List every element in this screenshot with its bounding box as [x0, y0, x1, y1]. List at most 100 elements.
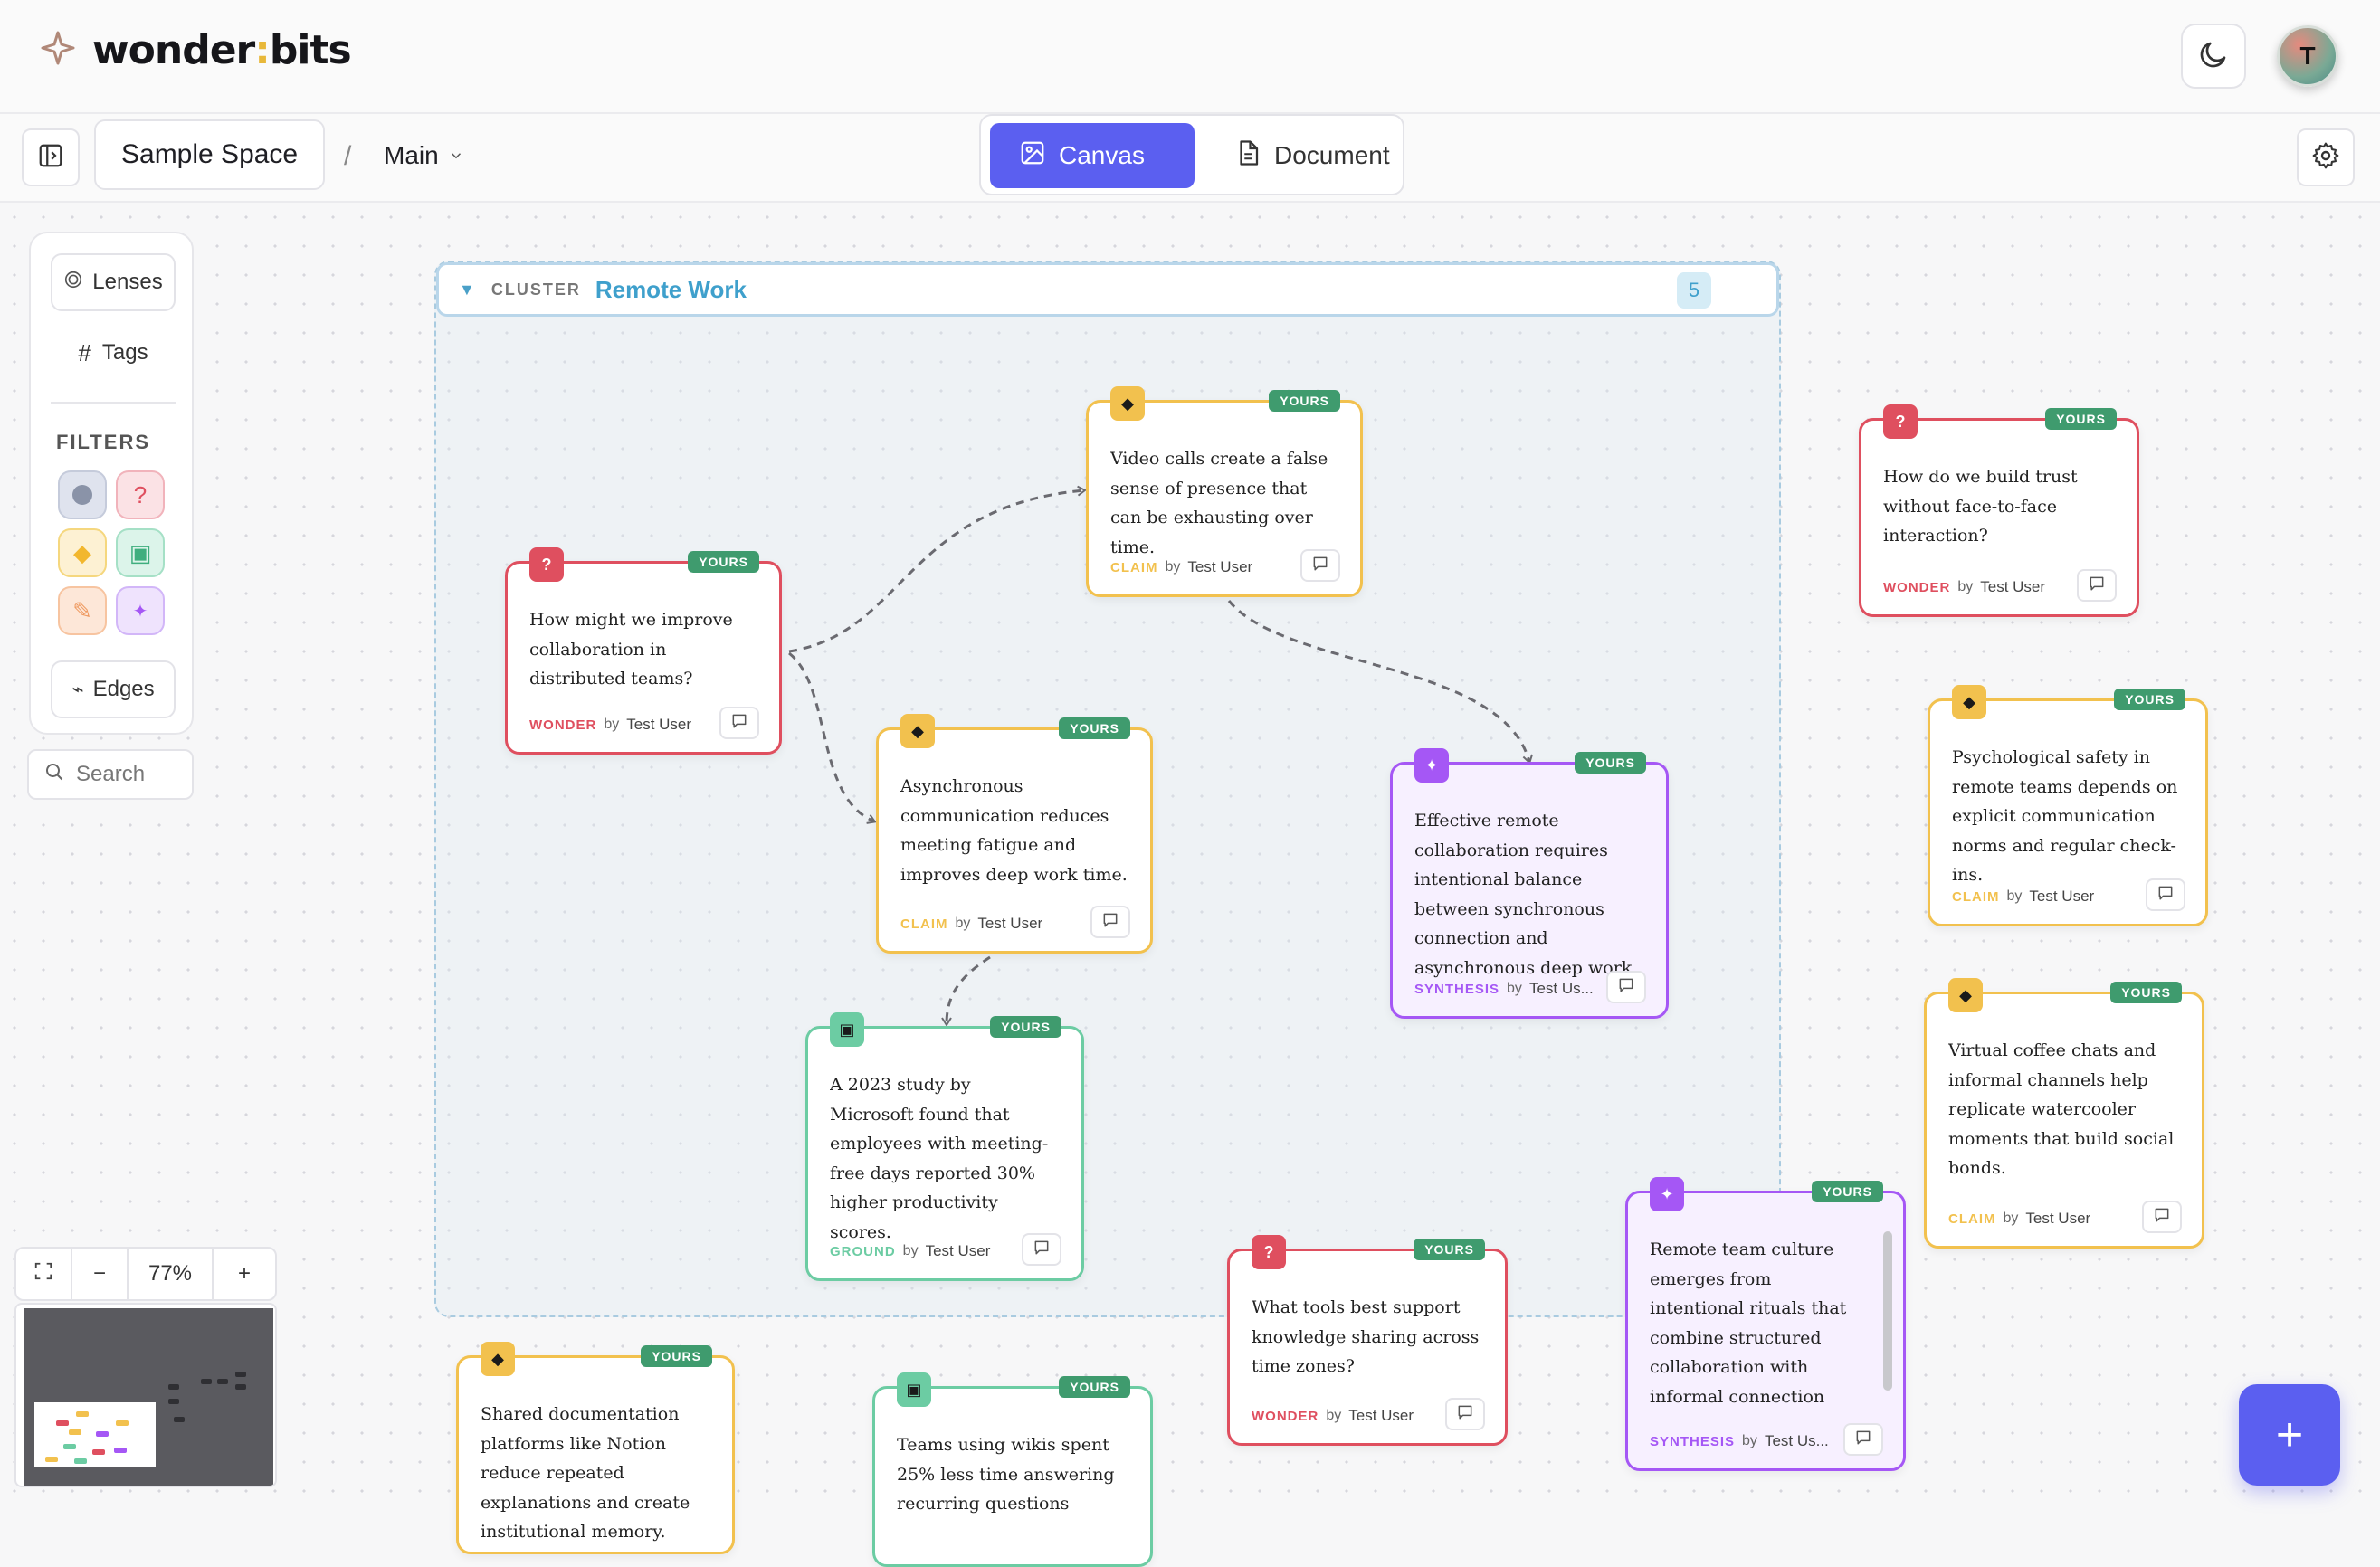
collapse-triangle-icon[interactable]: ▼	[459, 280, 475, 299]
by-label: by	[1326, 1408, 1342, 1423]
tab-document[interactable]: Document	[1205, 123, 1419, 188]
minimap-node	[217, 1379, 228, 1384]
card-synthesis-culture[interactable]: ✦ YOURS Remote team culture emerges from…	[1625, 1177, 1906, 1471]
card-text: Effective remote collaboration requires …	[1414, 811, 1638, 978]
toggle-sidebar-button[interactable]	[22, 128, 80, 186]
card-type: WONDER	[529, 717, 597, 733]
theme-toggle-button[interactable]	[2181, 24, 2246, 89]
fullscreen-icon	[33, 1261, 53, 1287]
filter-claim-button[interactable]: ◆	[58, 528, 107, 577]
moon-icon	[2197, 38, 2230, 75]
card-text: How might we improve collaboration in di…	[529, 610, 733, 689]
diamond-icon: ◆	[73, 538, 91, 566]
filter-all-button[interactable]	[58, 470, 107, 519]
comment-button[interactable]	[2077, 569, 2117, 602]
zoom-level: 77%	[129, 1249, 214, 1299]
comment-button[interactable]	[1022, 1233, 1061, 1266]
card-text: Virtual coffee chats and informal channe…	[1948, 1040, 2175, 1178]
space-name-button[interactable]: Sample Space	[94, 119, 326, 190]
zoom-out-button[interactable]: −	[72, 1249, 129, 1299]
filter-ground-button[interactable]: ▣	[116, 528, 165, 577]
comment-button[interactable]	[1300, 549, 1340, 582]
card-synthesis-balance[interactable]: ✦ YOURS Effective remote collaboration r…	[1390, 748, 1669, 1019]
zoom-in-button[interactable]: +	[214, 1249, 275, 1299]
minimap-node	[69, 1429, 81, 1435]
card-author: Test Us...	[1528, 980, 1594, 997]
minimap-node	[74, 1458, 87, 1464]
card-claim-psych-safety[interactable]: ◆ YOURS Psychological safety in remote t…	[1928, 685, 2208, 926]
filter-synthesis-button[interactable]: ✦	[116, 586, 165, 635]
card-claim-virtual-coffee[interactable]: ◆ YOURS Virtual coffee chats and informa…	[1924, 978, 2204, 1249]
card-ground-wikis[interactable]: ▣ YOURS Teams using wikis spent 25% less…	[872, 1372, 1153, 1567]
comment-button[interactable]	[1606, 971, 1646, 1003]
question-icon: ?	[1883, 404, 1918, 439]
card-type: GROUND	[830, 1243, 896, 1259]
settings-button[interactable]	[2297, 128, 2355, 186]
user-avatar[interactable]: T	[2277, 25, 2338, 87]
breadcrumb-separator: /	[344, 141, 352, 171]
card-type: CLAIM	[1948, 1211, 1996, 1227]
card-author: Test User	[977, 915, 1043, 932]
search-input[interactable]: Search	[27, 749, 194, 800]
card-author: Test User	[1187, 558, 1253, 575]
minimap-node	[116, 1420, 129, 1426]
comment-button[interactable]	[1090, 906, 1130, 938]
minimap-node	[235, 1372, 246, 1377]
by-label: by	[1742, 1433, 1757, 1448]
comment-button[interactable]	[719, 707, 759, 739]
card-wonder-trust[interactable]: ? YOURS How do we build trust without fa…	[1859, 404, 2139, 617]
card-author: Test Us...	[1764, 1432, 1829, 1449]
card-claim-video-calls[interactable]: ◆ YOURS Video calls create a false sense…	[1086, 386, 1363, 597]
edge-icon: ⌁	[71, 678, 84, 700]
minimap-node	[45, 1457, 58, 1462]
search-placeholder: Search	[76, 762, 146, 786]
card-type: CLAIM	[900, 916, 948, 932]
diamond-icon: ◆	[1952, 685, 1986, 719]
minimap-node	[174, 1417, 185, 1422]
cluster-label: CLUSTER	[490, 280, 581, 299]
minimap[interactable]	[14, 1303, 277, 1487]
cluster-header[interactable]: ▼ CLUSTER Remote Work 5	[436, 262, 1779, 317]
card-ground-microsoft-study[interactable]: ▣ YOURS A 2023 study by Microsoft found …	[805, 1012, 1084, 1281]
card-scrollbar[interactable]	[1883, 1231, 1892, 1391]
card-author: Test User	[2029, 888, 2095, 905]
card-claim-documentation[interactable]: ◆ YOURS Shared documentation platforms l…	[456, 1342, 735, 1554]
lenses-button[interactable]: Lenses	[51, 253, 176, 311]
yours-badge: YOURS	[990, 1016, 1061, 1038]
minimap-node	[168, 1399, 179, 1404]
edges-button[interactable]: ⌁ Edges	[51, 660, 176, 718]
yours-badge: YOURS	[1059, 1376, 1130, 1398]
add-node-button[interactable]: +	[2239, 1384, 2340, 1486]
card-claim-async[interactable]: ◆ YOURS Asynchronous communication reduc…	[876, 714, 1153, 954]
tags-button[interactable]: # Tags	[51, 324, 176, 382]
filter-note-button[interactable]: ✎	[58, 586, 107, 635]
diamond-icon: ◆	[1110, 386, 1145, 421]
by-label: by	[1165, 559, 1181, 575]
comment-icon	[1456, 1403, 1474, 1426]
branch-selector[interactable]: Main	[384, 141, 464, 170]
card-wonder-collaboration[interactable]: ? YOURS How might we improve collaborati…	[505, 547, 782, 755]
app-logo[interactable]: wonder:bits	[40, 27, 352, 73]
cluster-title[interactable]: Remote Work	[595, 275, 747, 303]
tab-canvas[interactable]: Canvas	[990, 123, 1195, 188]
comment-button[interactable]	[2142, 1201, 2182, 1233]
comment-button[interactable]	[1843, 1423, 1883, 1456]
comment-icon	[2088, 575, 2106, 597]
card-wonder-tools[interactable]: ? YOURS What tools best support knowledg…	[1227, 1235, 1508, 1446]
minimap-canvas	[24, 1308, 273, 1486]
comment-icon	[1033, 1239, 1051, 1261]
comment-button[interactable]	[1445, 1398, 1485, 1430]
comment-icon	[2156, 884, 2175, 907]
minus-icon: −	[92, 1261, 106, 1286]
question-icon: ?	[529, 547, 564, 582]
comment-button[interactable]	[2146, 878, 2185, 911]
filter-wonder-button[interactable]: ?	[116, 470, 165, 519]
card-type: CLAIM	[1110, 559, 1158, 575]
yours-badge: YOURS	[1269, 390, 1340, 412]
fit-view-button[interactable]	[16, 1249, 72, 1299]
pencil-icon: ✎	[72, 596, 92, 624]
card-text: Asynchronous communication reduces meeti…	[900, 776, 1128, 885]
card-type: WONDER	[1883, 579, 1951, 595]
